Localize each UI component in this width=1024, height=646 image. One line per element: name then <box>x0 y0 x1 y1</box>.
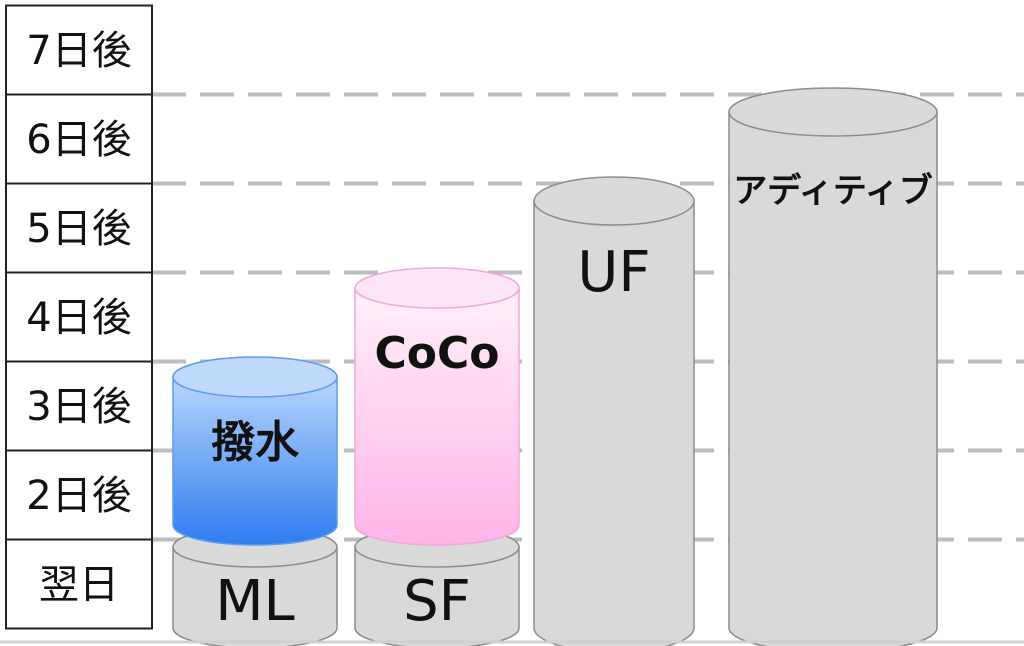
bar-top <box>354 267 520 309</box>
bar-top <box>172 356 338 398</box>
bar-body <box>533 200 695 646</box>
y-tick-label: 5日後 <box>26 206 131 252</box>
bar-label: SF <box>403 569 471 634</box>
bar-body <box>354 546 520 646</box>
y-tick-label: 2日後 <box>26 473 131 519</box>
bar-label: CoCo <box>374 328 499 379</box>
bar-3: CoCo <box>354 267 520 546</box>
y-tick-label: 3日後 <box>26 384 131 430</box>
y-tick-box <box>5 360 153 452</box>
bar-1: 撥水 <box>172 356 338 546</box>
bar-top <box>533 176 695 226</box>
y-tick-box <box>5 182 153 274</box>
bar-top <box>728 87 938 137</box>
y-tick-box <box>5 449 153 541</box>
y-tick-label: 翌日 <box>39 562 119 608</box>
bar-body <box>354 287 520 546</box>
bar-4: UF <box>533 176 695 646</box>
y-tick-box <box>5 93 153 185</box>
y-tick-box <box>5 4 153 96</box>
bar-label: ML <box>215 569 295 634</box>
bar-body <box>728 111 938 646</box>
bar-label: 撥水 <box>211 417 300 468</box>
y-tick-label: 7日後 <box>26 28 131 74</box>
y-tick-label: 4日後 <box>26 295 131 341</box>
y-axis: 翌日 2日後 3日後 4日後 5日後 6日後 7日後 <box>5 4 153 630</box>
bar-5: アディティブ <box>728 87 938 646</box>
bar-label: UF <box>577 240 650 305</box>
bars: ML 撥水 SF CoCo UF アディティブ <box>172 87 938 646</box>
y-tick-box <box>5 538 153 630</box>
y-tick-label: 6日後 <box>26 117 131 163</box>
bar-label: アディティブ <box>733 171 933 211</box>
bar-body <box>172 376 338 546</box>
bar-body <box>172 546 338 646</box>
